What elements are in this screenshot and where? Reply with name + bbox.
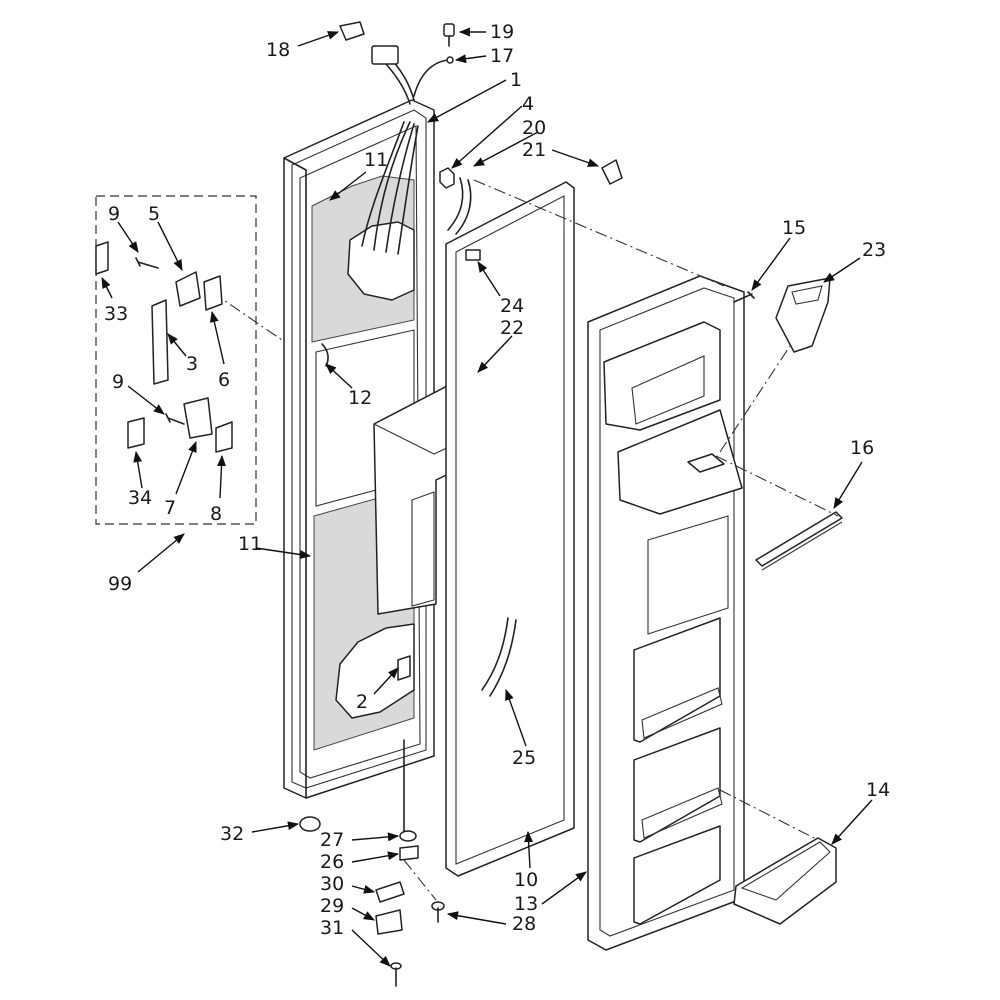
callout-9-upper: 9 [108, 203, 120, 225]
part-15-screw [733, 291, 755, 303]
callout-30: 30 [320, 873, 344, 895]
part-25-tube [481, 617, 517, 697]
part-29-hinge-plate [375, 909, 403, 935]
callout-25: 25 [512, 747, 536, 769]
callout-2: 2 [356, 691, 368, 713]
callout-7: 7 [164, 497, 176, 519]
callout-17: 17 [490, 45, 514, 67]
callout-21: 21 [522, 139, 546, 161]
part-28-screw [431, 901, 445, 923]
callout-18: 18 [266, 39, 290, 61]
part-16-trim-strip [755, 511, 843, 567]
callout-labels: 18 19 17 1 4 20 21 11 9 5 33 3 6 9 34 7 … [104, 21, 890, 939]
outer-door-panel [283, 99, 435, 799]
callout-28: 28 [512, 913, 536, 935]
callout-3: 3 [186, 353, 198, 375]
callout-8: 8 [210, 503, 222, 525]
callout-10: 10 [514, 869, 538, 891]
callout-31: 31 [320, 917, 344, 939]
callout-20: 20 [522, 117, 546, 139]
callout-26: 26 [320, 851, 344, 873]
callout-19: 19 [490, 21, 514, 43]
callout-99: 99 [108, 573, 132, 595]
part-2-hinge [397, 655, 411, 681]
part-31-screw [390, 962, 402, 987]
part-23-cup [775, 277, 831, 353]
part-4-nut [439, 167, 455, 189]
part-19-screw [443, 23, 455, 47]
part-26-bushing [399, 845, 419, 861]
callout-22: 22 [500, 317, 524, 339]
part-20-tube [447, 177, 472, 235]
callout-16: 16 [850, 437, 874, 459]
callout-9-lower: 9 [112, 371, 124, 393]
inset-kit-99 [95, 195, 283, 525]
part-24-clip [465, 249, 481, 261]
callout-14: 14 [866, 779, 890, 801]
inner-door-liner [587, 275, 745, 951]
leader-arrows [101, 27, 873, 967]
callout-1: 1 [510, 69, 522, 91]
part-32-cap [299, 816, 321, 832]
callout-6: 6 [218, 369, 230, 391]
callout-23: 23 [862, 239, 886, 261]
part-27-washer [399, 830, 417, 842]
part-21-grommet [601, 159, 623, 185]
callout-29: 29 [320, 895, 344, 917]
door-gasket [445, 181, 575, 877]
callout-27: 27 [320, 829, 344, 851]
wire-harness [361, 45, 449, 255]
callout-34: 34 [128, 487, 152, 509]
callout-24: 24 [500, 295, 524, 317]
callout-13: 13 [514, 893, 538, 915]
callout-5: 5 [148, 203, 160, 225]
callout-33: 33 [104, 303, 128, 325]
part-18-connector [339, 21, 365, 41]
callout-11-upper: 11 [364, 149, 388, 171]
part-14-door-bin [733, 837, 837, 925]
callout-11-lower: 11 [238, 533, 262, 555]
callout-32: 32 [220, 823, 244, 845]
callout-15: 15 [782, 217, 806, 239]
callout-4: 4 [522, 93, 534, 115]
part-17-washer [446, 56, 454, 64]
part-30-bracket [375, 881, 405, 903]
callout-12: 12 [348, 387, 372, 409]
